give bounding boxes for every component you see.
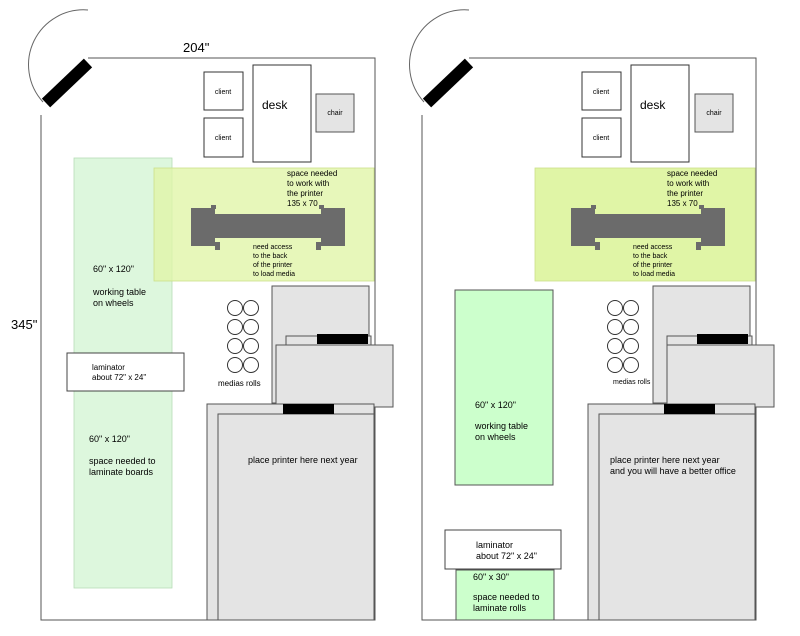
printer-space-note: space needed to work with the printer 13… [287, 169, 340, 208]
table-note-2: 60" x 120" working table on wheels [474, 400, 531, 442]
cabinet-side [275, 344, 394, 408]
chair-label: chair [327, 110, 343, 117]
client-chair-bottom-2 [581, 117, 622, 158]
desk-2 [630, 64, 690, 163]
laminate-rolls-note: 60" x 30" space needed to laminate rolls [473, 572, 542, 613]
chair-2 [694, 93, 734, 133]
printer-access-note-2: need access to the back of the printer t… [633, 244, 675, 278]
printer-space-note-2: space needed to work with the printer 13… [667, 169, 720, 208]
working-table-2 [454, 289, 554, 486]
client-chair-top-2 [581, 71, 622, 111]
desk-label-2: desk [640, 98, 666, 112]
door-bar-upper [317, 334, 368, 344]
plan-current: 204" 345" client client desk chair space… [11, 9, 394, 621]
desk [252, 64, 312, 163]
door-swing-2 [409, 9, 470, 103]
door-leaf [41, 58, 93, 108]
door-swing [28, 9, 89, 103]
future-printer-inner [217, 413, 375, 621]
chair-label-2: chair [706, 110, 722, 117]
client-bottom-label: client [215, 135, 231, 142]
laminator-2 [444, 529, 562, 570]
client-bottom-label-2: client [593, 135, 609, 142]
laminate-rolls-zone [455, 569, 555, 621]
door-bar-lower-2 [664, 404, 715, 414]
door-bar-lower [283, 404, 334, 414]
media-rolls-label: medias rolls [218, 379, 261, 388]
laminator-note-2: laminator about 72" x 24" [476, 540, 537, 561]
table-top-note: 60" x 120" working table on wheels [92, 264, 149, 308]
door-bar-upper-2 [697, 334, 748, 344]
laminator-note: laminator about 72" x 24" [92, 363, 146, 382]
client-chair-bottom [203, 117, 244, 158]
width-dimension: 204" [183, 40, 210, 55]
table-bottom-note: 60" x 120" space needed to laminate boar… [89, 434, 158, 477]
client-chair-top [203, 71, 244, 111]
media-rolls-label-2: medias rolls [613, 379, 651, 386]
client-top-label: client [215, 89, 231, 96]
desk-label: desk [262, 98, 288, 112]
laminator [66, 352, 185, 392]
future-printer-inner-2 [598, 413, 756, 621]
future-printer-note-2: place printer here next year and you wil… [610, 455, 736, 476]
future-printer-note: place printer here next year [248, 455, 358, 465]
door-leaf-2 [422, 58, 474, 108]
cabinet-side-2 [666, 344, 775, 408]
client-top-label-2: client [593, 89, 609, 96]
chair [315, 93, 355, 133]
plan-proposed: client client desk chair space needed to… [409, 9, 775, 621]
depth-dimension: 345" [11, 317, 38, 332]
printer-access-note: need access to the back of the printer t… [253, 244, 295, 278]
